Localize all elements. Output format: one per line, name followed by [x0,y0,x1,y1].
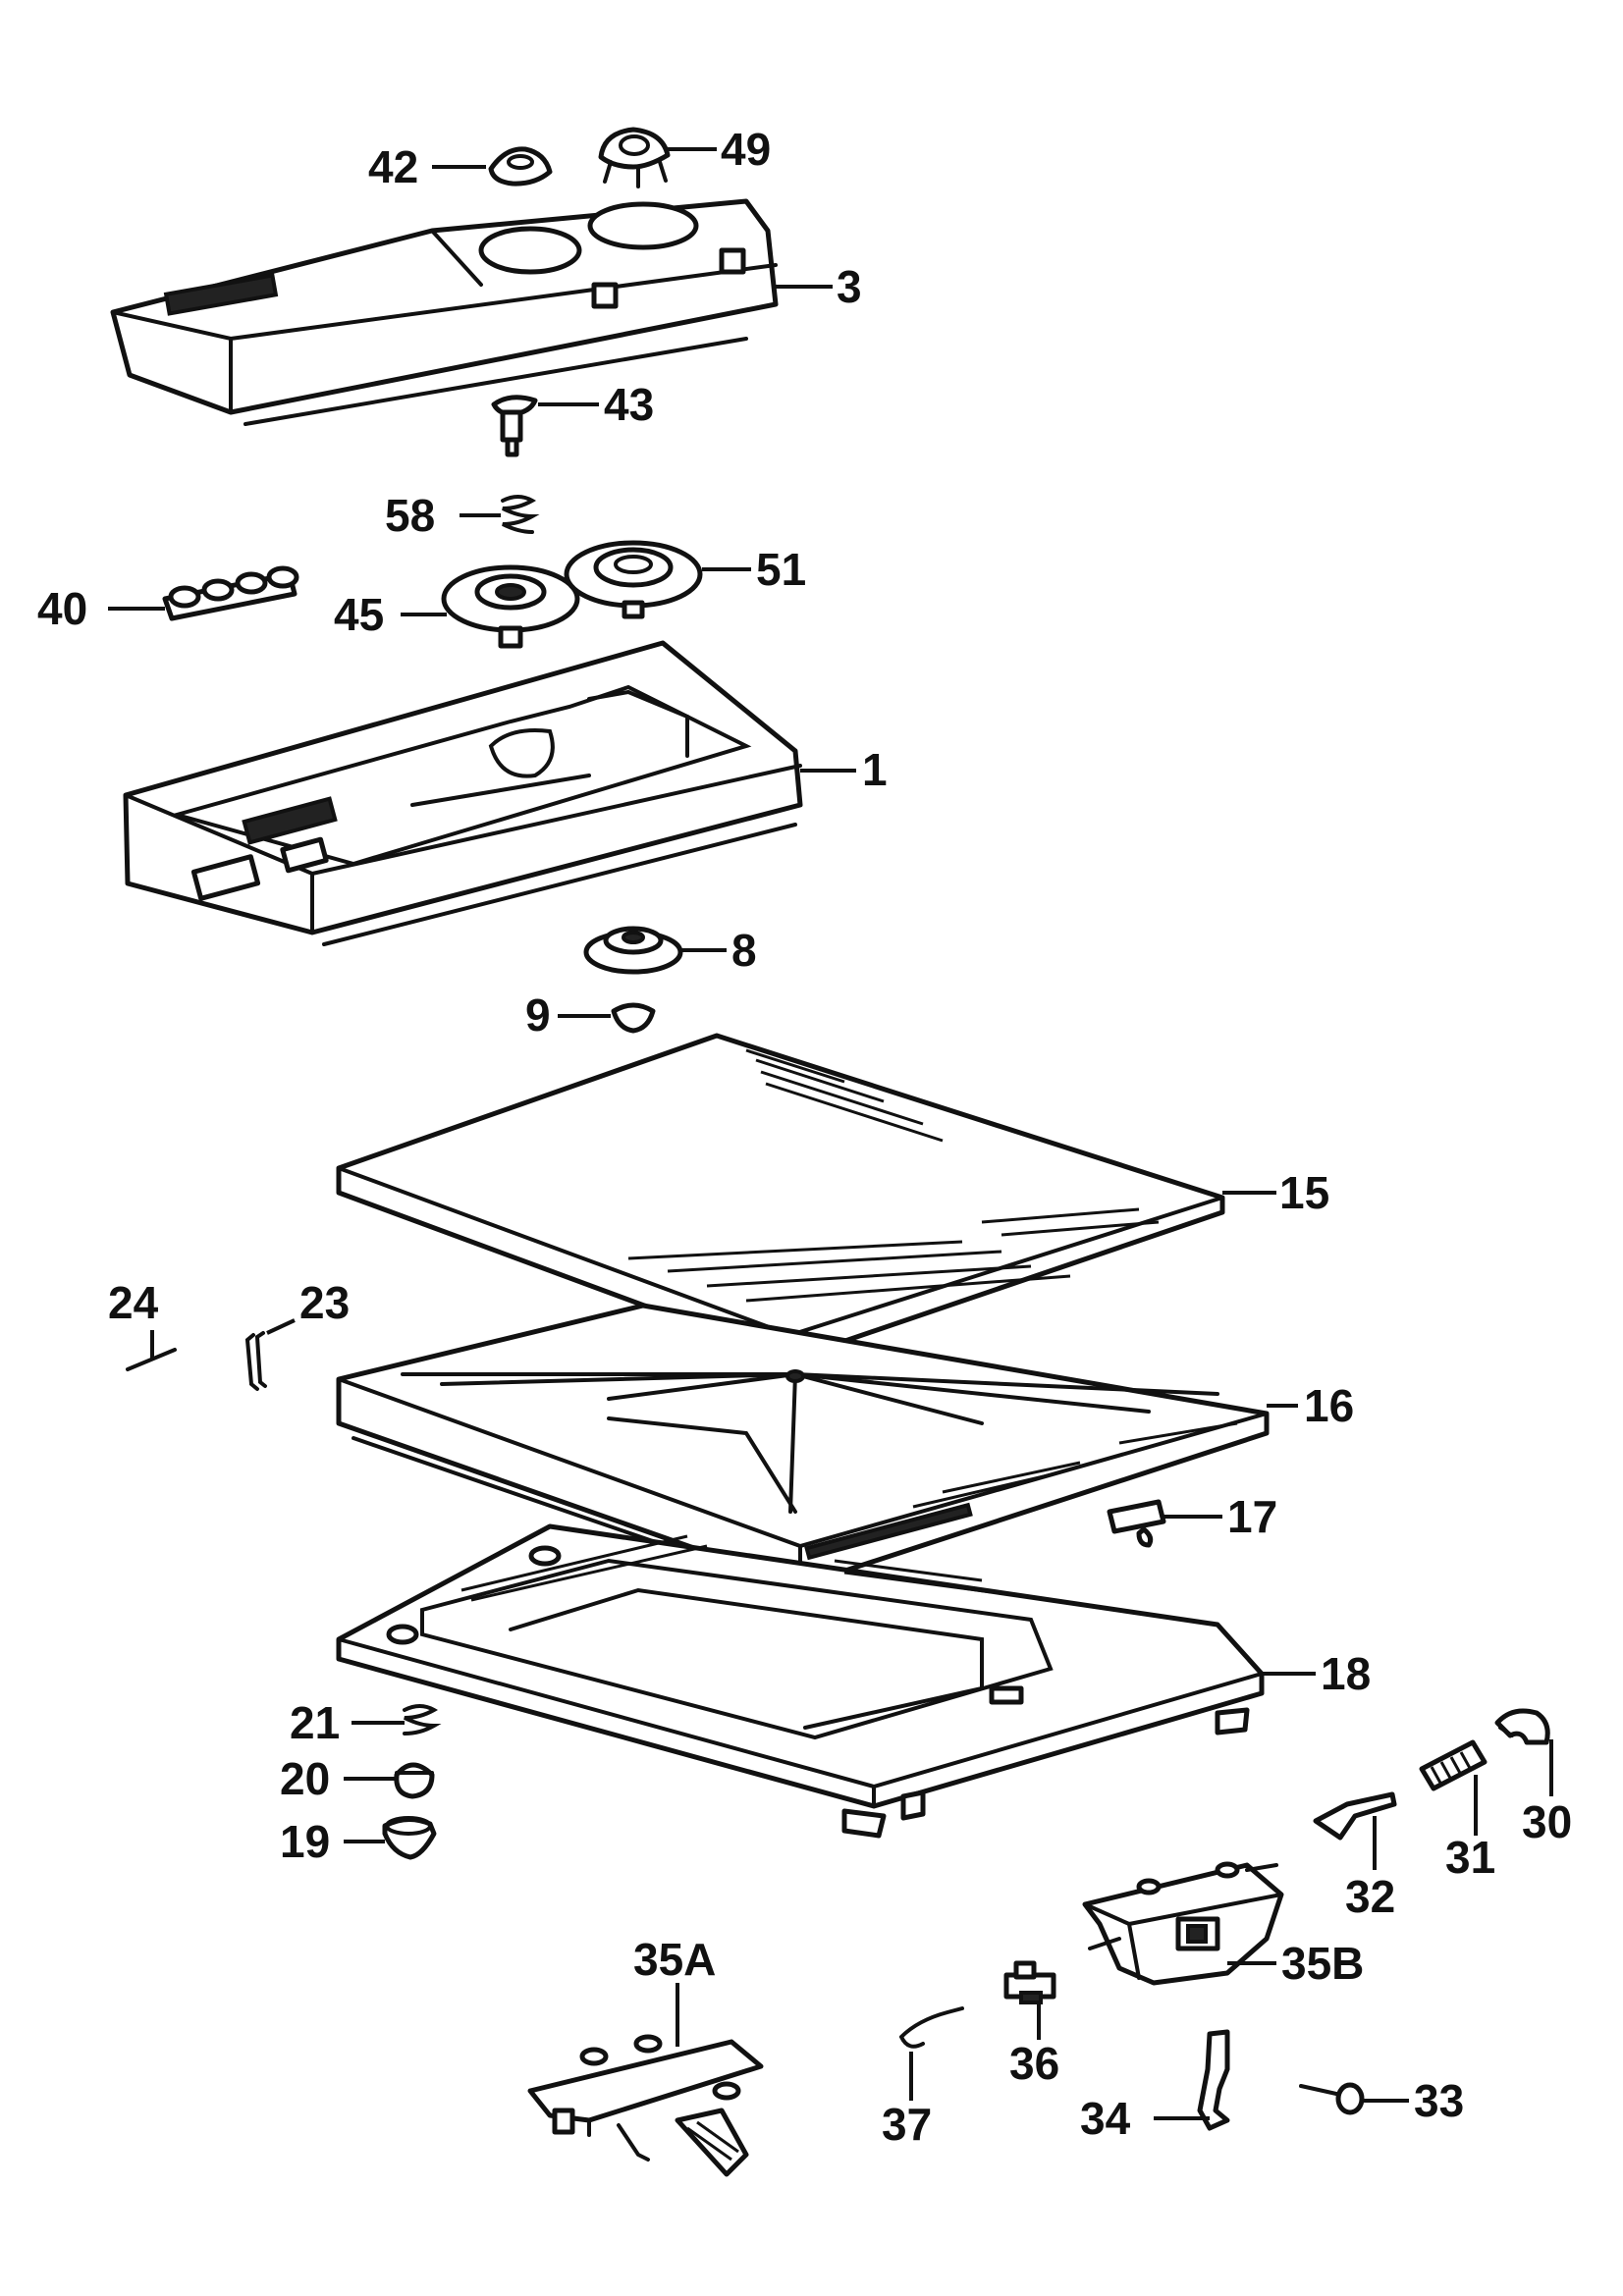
part-45-reel [441,564,580,649]
part-18-base [336,1523,1265,1839]
callout-17: 17 [1227,1491,1277,1542]
callout-24: 24 [108,1277,159,1328]
callout-40: 40 [37,583,87,634]
callout-49: 49 [721,124,771,175]
callout-58: 58 [385,490,435,541]
part-49-knob [598,127,671,188]
part-34-latch [1197,2029,1230,2131]
part-8-gear [583,926,683,975]
part-15-lid [336,1033,1225,1362]
part-30-clamp [1494,1708,1550,1745]
part-9-cap [611,1002,656,1034]
callout-23: 23 [299,1277,350,1328]
callout-33: 33 [1414,2075,1464,2126]
callout-9: 9 [525,989,551,1041]
callout-31: 31 [1445,1832,1495,1883]
callout-51: 51 [756,544,806,595]
part-35b-mechanism [1082,1861,1284,1986]
callout-45: 45 [334,589,384,640]
callout-18: 18 [1321,1648,1371,1699]
part-20-ball [394,1762,435,1799]
callout-21: 21 [290,1697,340,1748]
callout-20: 20 [280,1753,330,1804]
callout-35b: 35B [1281,1938,1364,1989]
part-31-spring [1419,1739,1488,1791]
part-32-lever [1313,1791,1397,1841]
callout-labels: 42 49 3 43 58 51 40 45 1 8 9 15 24 23 16… [37,124,1572,2150]
part-17-bracket [1107,1499,1166,1548]
part-37-hook [899,2006,964,2049]
callout-34: 34 [1080,2093,1131,2144]
part-23-clip [244,1331,267,1391]
part-33-screw [1299,2082,1365,2115]
part-36-switch [1003,1960,1056,2004]
callout-16: 16 [1304,1380,1354,1431]
part-35a-slide [527,2034,764,2177]
part-19-foot [382,1816,437,1860]
part-3-top-cover [110,198,779,426]
callout-30: 30 [1522,1796,1572,1847]
callout-43: 43 [604,379,654,430]
callout-15: 15 [1279,1167,1329,1218]
part-43-pin [491,395,538,457]
part-42-knob [488,146,553,187]
leader-lines [108,147,1553,2120]
part-16-frame [336,1303,1270,1592]
callout-37: 37 [882,2099,932,2150]
callout-35a: 35A [633,1934,716,1985]
part-40-button-strip [162,565,299,621]
callout-42: 42 [368,141,418,192]
callout-8: 8 [731,925,757,976]
callout-19: 19 [280,1816,330,1867]
part-21-spring [403,1704,442,1735]
callout-3: 3 [837,261,862,312]
part-58-spring [501,495,540,534]
part-1-chassis [123,640,803,946]
callout-1: 1 [862,744,888,795]
callout-36: 36 [1009,2038,1059,2089]
callout-32: 32 [1345,1871,1395,1922]
part-51-reel [564,540,703,619]
